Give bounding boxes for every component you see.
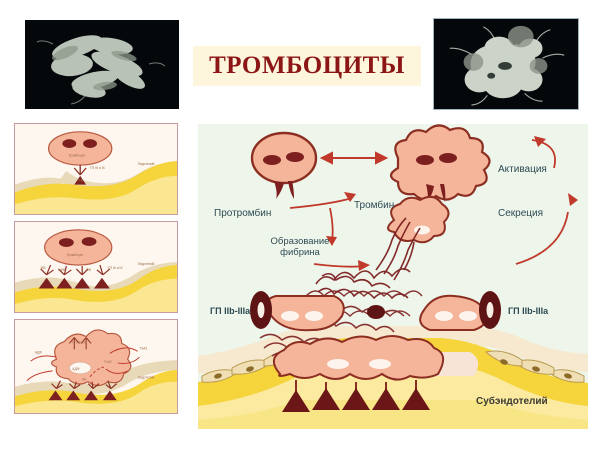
adhesion-panel: Тромбоцит ГП Ib и IX ФВ Эндотелий — [14, 123, 178, 215]
label-fibrin-formation-line2: фибрина — [280, 247, 320, 258]
label-gp-iib-iiia-left: ГП IIb-IIIa — [210, 306, 251, 316]
label-subendothelium: Субэндотелий — [476, 396, 548, 407]
label-thrombin: Тромбин — [354, 200, 395, 211]
title-banner: ТРОМБОЦИТЫ — [193, 46, 421, 86]
svg-text:Эндотелий: Эндотелий — [137, 162, 154, 166]
platelet-aggregation-diagram: Протромбин Тромбин Образование фибрина А… — [198, 124, 588, 429]
svg-text:ГП IIb-IIIa: ГП IIb-IIIa — [72, 341, 87, 345]
svg-text:АК: АК — [82, 378, 86, 382]
label-fibrin-formation-line1: Образование — [270, 236, 330, 247]
svg-text:ФВ: ФВ — [41, 266, 47, 270]
activation-panel: АДФ ГП IIb-IIIa TxA2 TxA2 АК АДФ Эндотел… — [14, 319, 178, 414]
svg-text:ФВ: ФВ — [86, 268, 92, 272]
aggregated-platelets-sem — [433, 18, 579, 110]
svg-text:Эндотелий: Эндотелий — [137, 262, 154, 266]
svg-text:ФВ: ФВ — [60, 268, 66, 272]
label-prothrombin: Протромбин — [214, 208, 272, 219]
page-title: ТРОМБОЦИТЫ — [209, 52, 405, 79]
svg-text:ГП Ib и IX: ГП Ib и IX — [108, 266, 124, 270]
svg-text:ГП Ib и IX: ГП Ib и IX — [90, 166, 106, 170]
svg-text:TxA2: TxA2 — [104, 360, 112, 364]
svg-text:TxA2: TxA2 — [139, 346, 147, 350]
svg-text:АДФ: АДФ — [35, 350, 43, 354]
spreading-panel: Тромбоцит ФВ ФВ ФВ ГП Ib и IX Эндотелий — [14, 221, 178, 313]
svg-text:Тромбоцит: Тромбоцит — [68, 153, 85, 157]
svg-text:Эндотелий: Эндотелий — [137, 376, 154, 380]
label-gp-iib-iiia-right: ГП IIb-IIIa — [508, 306, 549, 316]
svg-text:ФВ: ФВ — [78, 179, 84, 183]
svg-text:АДФ: АДФ — [72, 367, 80, 371]
resting-platelets-sem — [25, 20, 179, 109]
svg-text:Тромбоцит: Тромбоцит — [66, 253, 83, 257]
label-fibrin-formation: Образование фибрина — [256, 236, 344, 258]
label-secretion: Секреция — [498, 208, 544, 219]
label-activation: Активация — [498, 164, 547, 175]
